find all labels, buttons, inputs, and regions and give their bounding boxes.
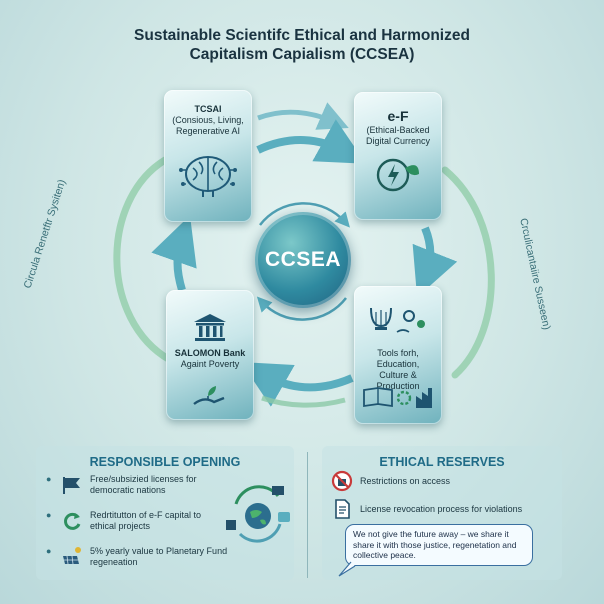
ef-line-1: (Ethical-Backed: [366, 125, 430, 135]
responsible-opening-heading: RESPONSIBLE OPENING: [89, 455, 241, 469]
opening-item-3-line-2: regeneation: [90, 557, 138, 567]
reserve-item-1: Restrictions on access: [330, 470, 450, 492]
hand-plant-icon: [166, 382, 254, 410]
opening-item-3-line-1: 5% yearly value to Planetary Fund: [90, 546, 228, 556]
ethical-reserves-heading: ETHICAL RESERVES: [379, 455, 505, 469]
tools-line-2: Culture & Production: [376, 370, 420, 391]
reserve-item-2: License revocation process for violation…: [330, 498, 522, 520]
tcsai-line-1: (Consious, Living,: [172, 115, 244, 125]
restricted-icon: [330, 470, 354, 492]
salomon-line-1: Againt Poverty: [180, 359, 240, 369]
arrow-bottom-inner: [261, 395, 346, 408]
opening-item-1: ● Free/subsizied licenses for democratic…: [46, 474, 197, 496]
quote-line-2: share it with those justice, regenetatio…: [353, 539, 517, 550]
recycle-icon: [60, 510, 84, 532]
bullet: ●: [46, 510, 52, 520]
tcsai-line-2: Regenerative AI: [175, 126, 241, 136]
arrow-right: [412, 226, 458, 298]
outer-loop-right: [441, 166, 495, 379]
solar-panel-icon: [60, 546, 84, 568]
reserve-item-1-text: Restrictions on access: [360, 476, 451, 486]
opening-item-2: ● Redrtitutton of e-F capital to ethical…: [46, 510, 201, 532]
page-title: Sustainable Scientifc Ethical and Harmon…: [0, 26, 604, 64]
tools-card: Tools forh, Education, Culture & Product…: [354, 286, 442, 424]
panel-divider: [307, 452, 308, 578]
title-line-1: Sustainable Scientifc Ethical and Harmon…: [134, 27, 470, 44]
document-icon: [330, 498, 354, 520]
globe-network-icon: [222, 482, 294, 551]
ef-card: e-F (Ethical-Backed Digital Currency: [354, 92, 442, 220]
culture-tools-icon: [354, 382, 442, 414]
bullet: ●: [46, 546, 52, 556]
brain-icon: [164, 150, 252, 200]
inner-ring-bottom: [256, 296, 347, 321]
quote-line-3: collective peace.: [353, 550, 416, 560]
arrow-top: [256, 119, 366, 164]
opening-item-2-line-1: Redrtitutton of e-F capital to: [90, 510, 202, 520]
opening-item-1-line-1: Free/subsizied licenses for: [90, 474, 197, 484]
title-line-2: Capitalism Capialism (CCSEA): [189, 46, 415, 63]
bullet: ●: [46, 474, 52, 484]
quote-bubble: We not give the future away – we share i…: [345, 524, 533, 566]
tools-line-1: Tools forh, Education,: [376, 348, 420, 369]
quote-line-1: We not give the future away – we share i…: [353, 529, 509, 539]
lyre-gears-icon: [354, 302, 442, 342]
outer-loop-left: [113, 156, 174, 364]
energy-leaf-icon: [354, 154, 442, 194]
arrow-left: [151, 215, 197, 292]
ef-line-2: Digital Currency: [365, 136, 431, 146]
flag-icon: [60, 474, 84, 496]
quote-bubble-tail: [338, 561, 356, 577]
reserve-item-2-text: License revocation process for violation…: [360, 504, 523, 514]
inner-ring-top: [259, 202, 350, 228]
arrow-bottom: [241, 362, 354, 407]
salomon-title: SALOMON Bank: [174, 348, 246, 358]
responsible-opening-panel: RESPONSIBLE OPENING ● Free/subsizied lic…: [36, 446, 294, 580]
opening-item-1-line-2: democratic nations: [90, 485, 166, 495]
arrow-top-inner: [257, 102, 349, 130]
ef-title: e-F: [387, 108, 409, 124]
tcsai-title: TCSAI: [194, 104, 222, 114]
opening-item-3: ● 5% yearly value to Planetary Fund rege…: [46, 546, 227, 568]
tcsai-card: TCSAI (Consious, Living, Regenerative AI: [164, 90, 252, 222]
salomon-card: SALOMON Bank Againt Poverty: [166, 290, 254, 420]
ccsea-center: CCSEA: [255, 212, 351, 308]
bank-icon: [166, 312, 254, 344]
opening-item-2-line-2: ethical projects: [90, 521, 151, 531]
